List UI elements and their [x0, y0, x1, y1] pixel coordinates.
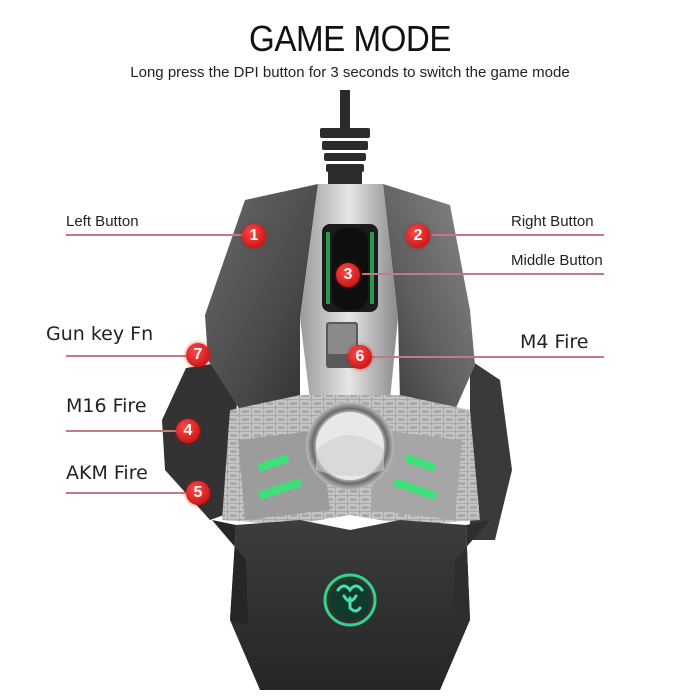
label-left-button: Left Button: [66, 213, 139, 230]
badge-1: 1: [242, 224, 266, 248]
badge-7: 7: [186, 343, 210, 367]
scorpion-logo-icon: [323, 573, 377, 627]
label-middle-button: Middle Button: [511, 252, 603, 269]
leader-line-middle-button: [362, 273, 604, 275]
leader-line-gun-key: [66, 355, 196, 357]
leader-line-akm-fire: [66, 492, 190, 494]
label-gun-key-fn: Gun key Fn: [46, 323, 154, 345]
badge-4: 4: [176, 419, 200, 443]
leader-line-m16-fire: [66, 430, 186, 432]
page-title: GAME MODE: [249, 18, 451, 59]
badge-6: 6: [348, 345, 372, 369]
leader-line-m4-fire: [370, 356, 604, 358]
label-akm-fire: AKM Fire: [66, 462, 148, 484]
label-m4-fire: M4 Fire: [520, 331, 589, 353]
leader-line-left-button: [66, 234, 252, 236]
label-m16-fire: M16 Fire: [66, 395, 147, 417]
badge-2: 2: [406, 224, 430, 248]
badge-5: 5: [186, 481, 210, 505]
badge-3: 3: [336, 263, 360, 287]
label-right-button: Right Button: [511, 213, 594, 230]
page-subtitle: Long press the DPI button for 3 seconds …: [130, 64, 570, 81]
leader-line-right-button: [432, 234, 604, 236]
